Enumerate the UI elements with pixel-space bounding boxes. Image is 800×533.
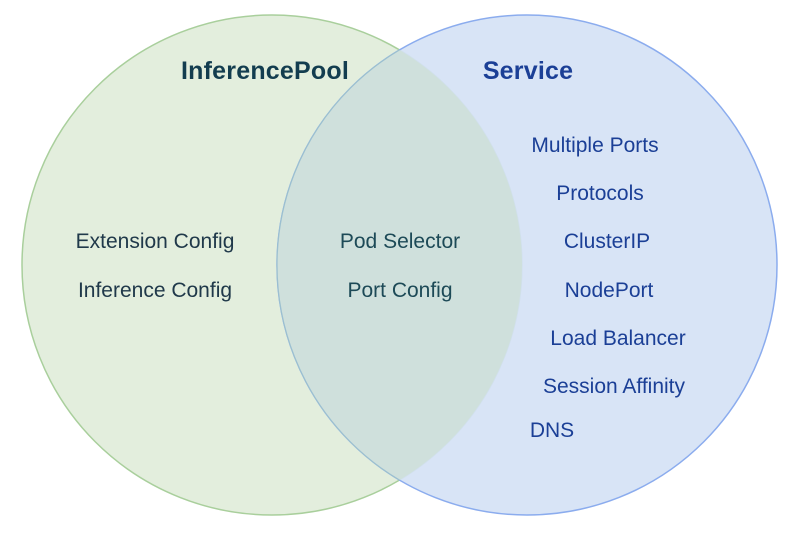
intersection-item-port-config: Port Config xyxy=(347,279,453,302)
left-set-title: InferencePool xyxy=(181,57,349,85)
intersection-region xyxy=(276,15,522,515)
intersection-item-pod-selector: Pod Selector xyxy=(339,230,461,253)
right-set-item-nodeport: NodePort xyxy=(564,279,654,302)
left-set-item-inference-config: Inference Config xyxy=(77,279,233,302)
right-set-item-multiple-ports: Multiple Ports xyxy=(531,134,659,157)
right-set-item-clusterip: ClusterIP xyxy=(563,230,651,253)
right-set-item-protocols: Protocols xyxy=(556,182,644,205)
right-set-item-session-affinity: Session Affinity xyxy=(542,375,686,398)
right-set-item-load-balancer: Load Balancer xyxy=(550,327,686,350)
right-set-title: Service xyxy=(482,57,574,85)
right-set-item-dns: DNS xyxy=(529,419,575,442)
left-set-item-extension-config: Extension Config xyxy=(75,230,235,253)
